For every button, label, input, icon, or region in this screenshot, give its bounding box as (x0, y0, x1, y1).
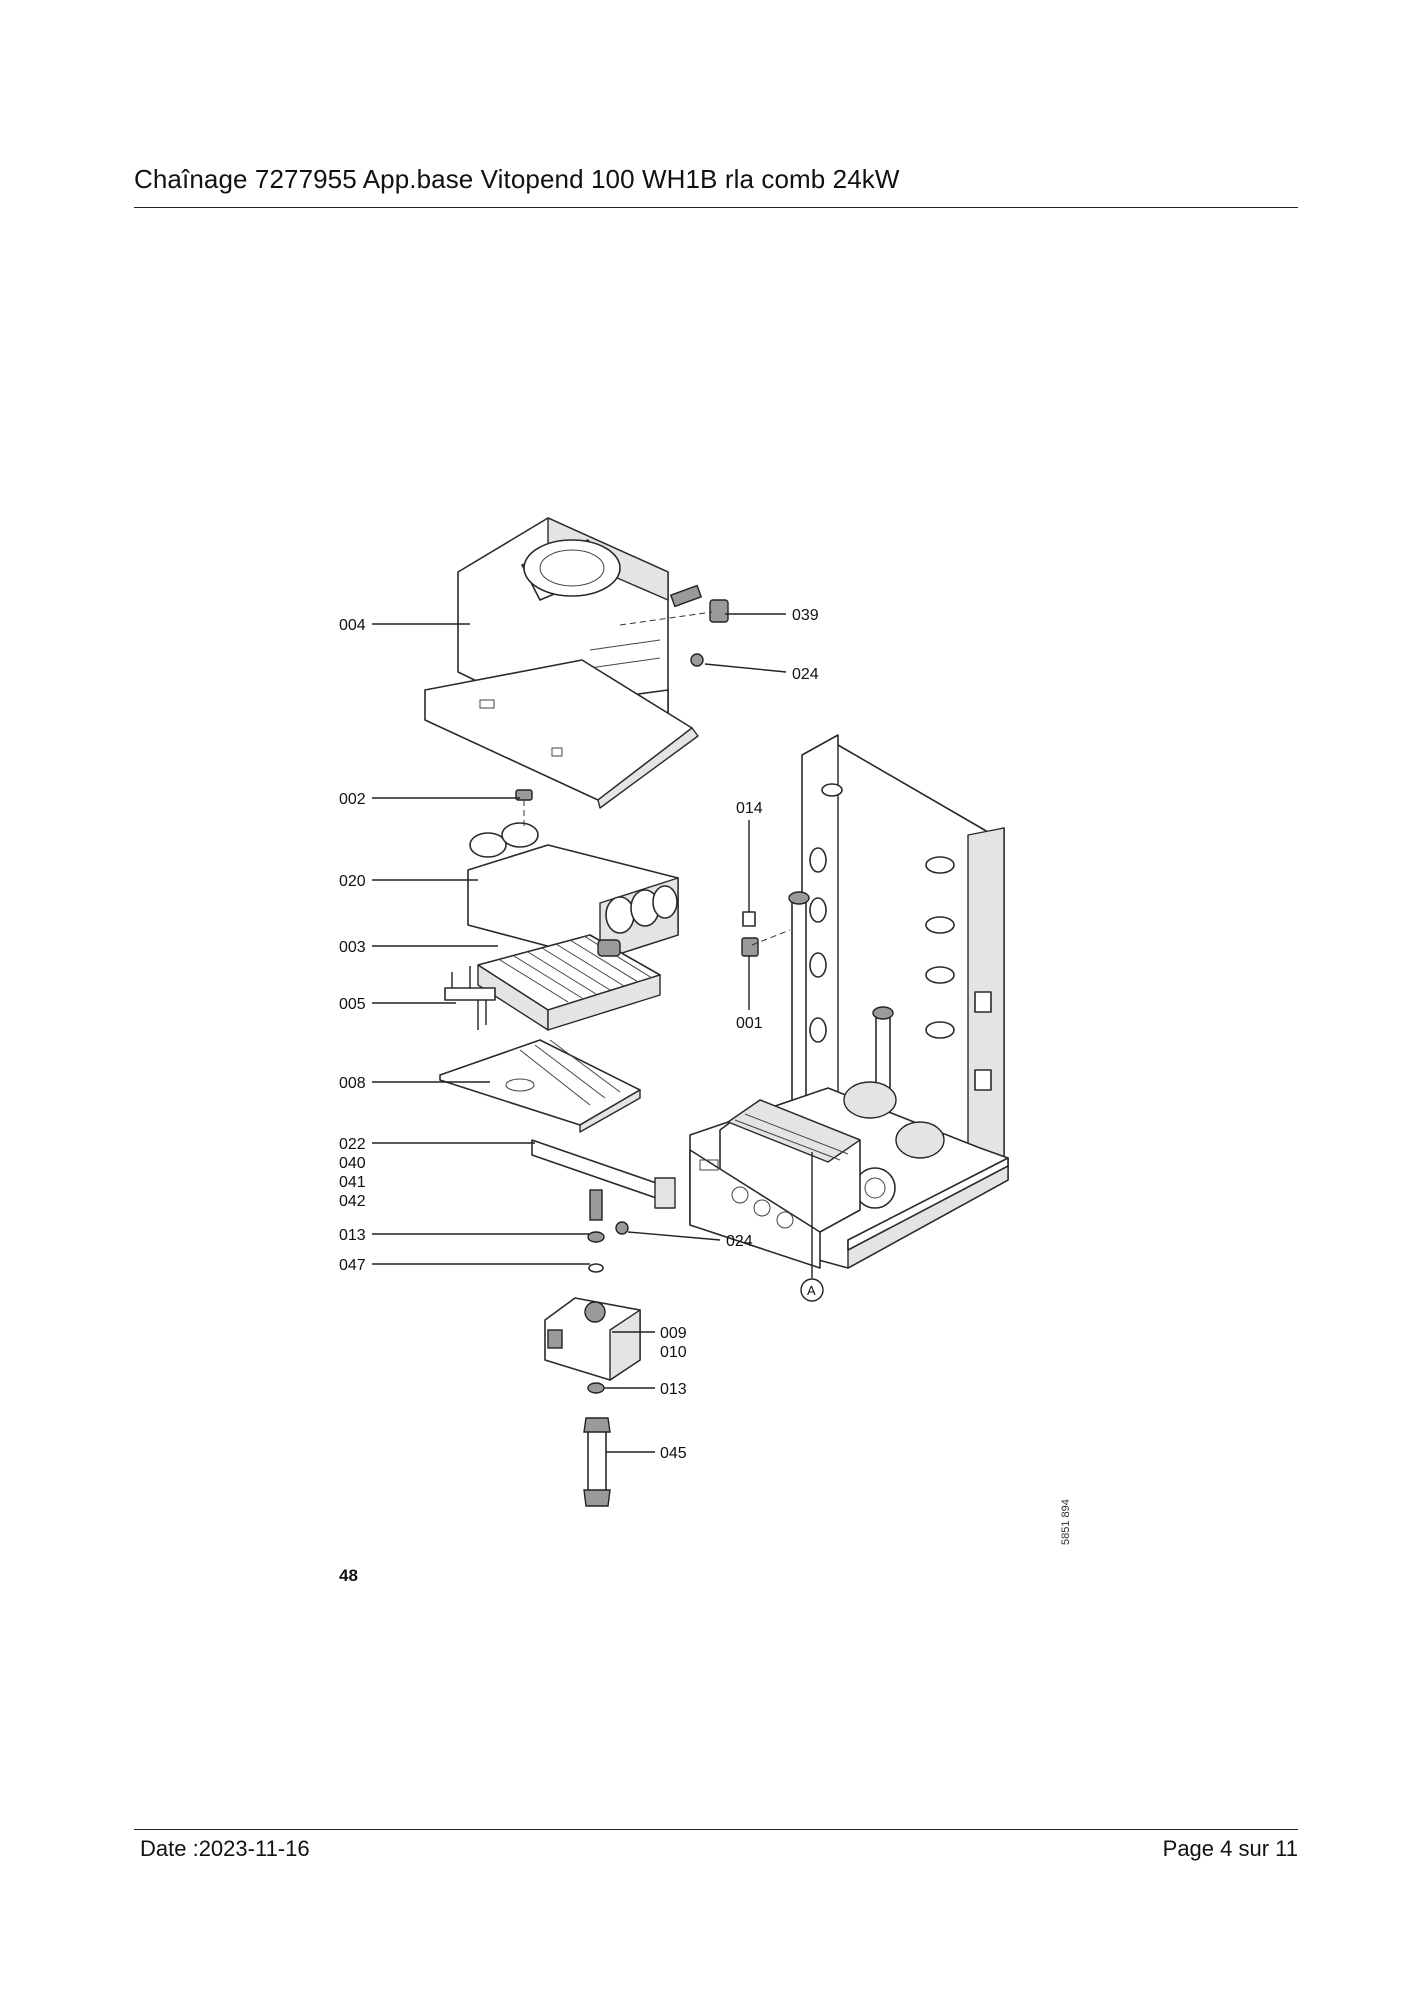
part-burner (477, 934, 661, 1031)
callout-047: 047 (339, 1257, 366, 1274)
part-gas-manifold (531, 1139, 676, 1235)
part-ignition-electrodes (444, 966, 496, 1030)
part-seal-047 (588, 1263, 604, 1273)
callout-004: 004 (339, 617, 366, 634)
callout-005: 005 (339, 996, 366, 1013)
part-hood-plate (424, 659, 699, 809)
part-gas-valve (544, 1297, 641, 1381)
part-valve-001 (741, 929, 791, 957)
callout-002: 002 (339, 791, 366, 808)
callout-024-lower: 024 (726, 1233, 753, 1250)
footer-date: Date :2023-11-16 (140, 1836, 310, 1861)
document-title: Chaînage 7277955 App.base Vitopend 100 W… (134, 164, 900, 194)
footer-page-count: Page 4 sur 11 (1162, 1836, 1298, 1861)
drawing-number: 5851 894 (1060, 1499, 1072, 1545)
callout-041: 041 (339, 1174, 366, 1191)
part-seal-lower (587, 1382, 605, 1394)
callout-040: 040 (339, 1155, 366, 1172)
part-pressure-switch (619, 599, 729, 626)
callout-001: 001 (736, 1015, 763, 1032)
callout-A: A (807, 1283, 816, 1298)
callout-014: 014 (736, 800, 763, 817)
callout-042: 042 (339, 1193, 366, 1210)
part-burner-tray (439, 1039, 641, 1133)
callout-022: 022 (339, 1136, 366, 1153)
part-clip-014 (742, 911, 756, 927)
callout-008: 008 (339, 1075, 366, 1092)
leader-lines (372, 613, 824, 1453)
callout-039: 039 (792, 607, 819, 624)
callout-024-top: 024 (792, 666, 819, 683)
part-seal-upper (587, 1231, 605, 1243)
part-heat-exchanger (467, 822, 679, 961)
callout-045: 045 (660, 1445, 687, 1462)
header-divider (134, 207, 1298, 208)
callout-010: 010 (660, 1344, 687, 1361)
callout-009: 009 (660, 1325, 687, 1342)
part-gas-connector (583, 1417, 611, 1507)
part-boiler-frame (689, 734, 1009, 1269)
diagram-page-number: 48 (339, 1566, 358, 1585)
callout-020: 020 (339, 873, 366, 890)
callout-013-upper: 013 (339, 1227, 366, 1244)
callout-labels: 004 039 024 002 014 020 003 005 001 008 … (339, 607, 819, 1462)
callout-013-lower: 013 (660, 1381, 687, 1398)
callout-003: 003 (339, 939, 366, 956)
footer-divider (134, 1829, 1298, 1830)
part-screw-top (690, 653, 704, 667)
